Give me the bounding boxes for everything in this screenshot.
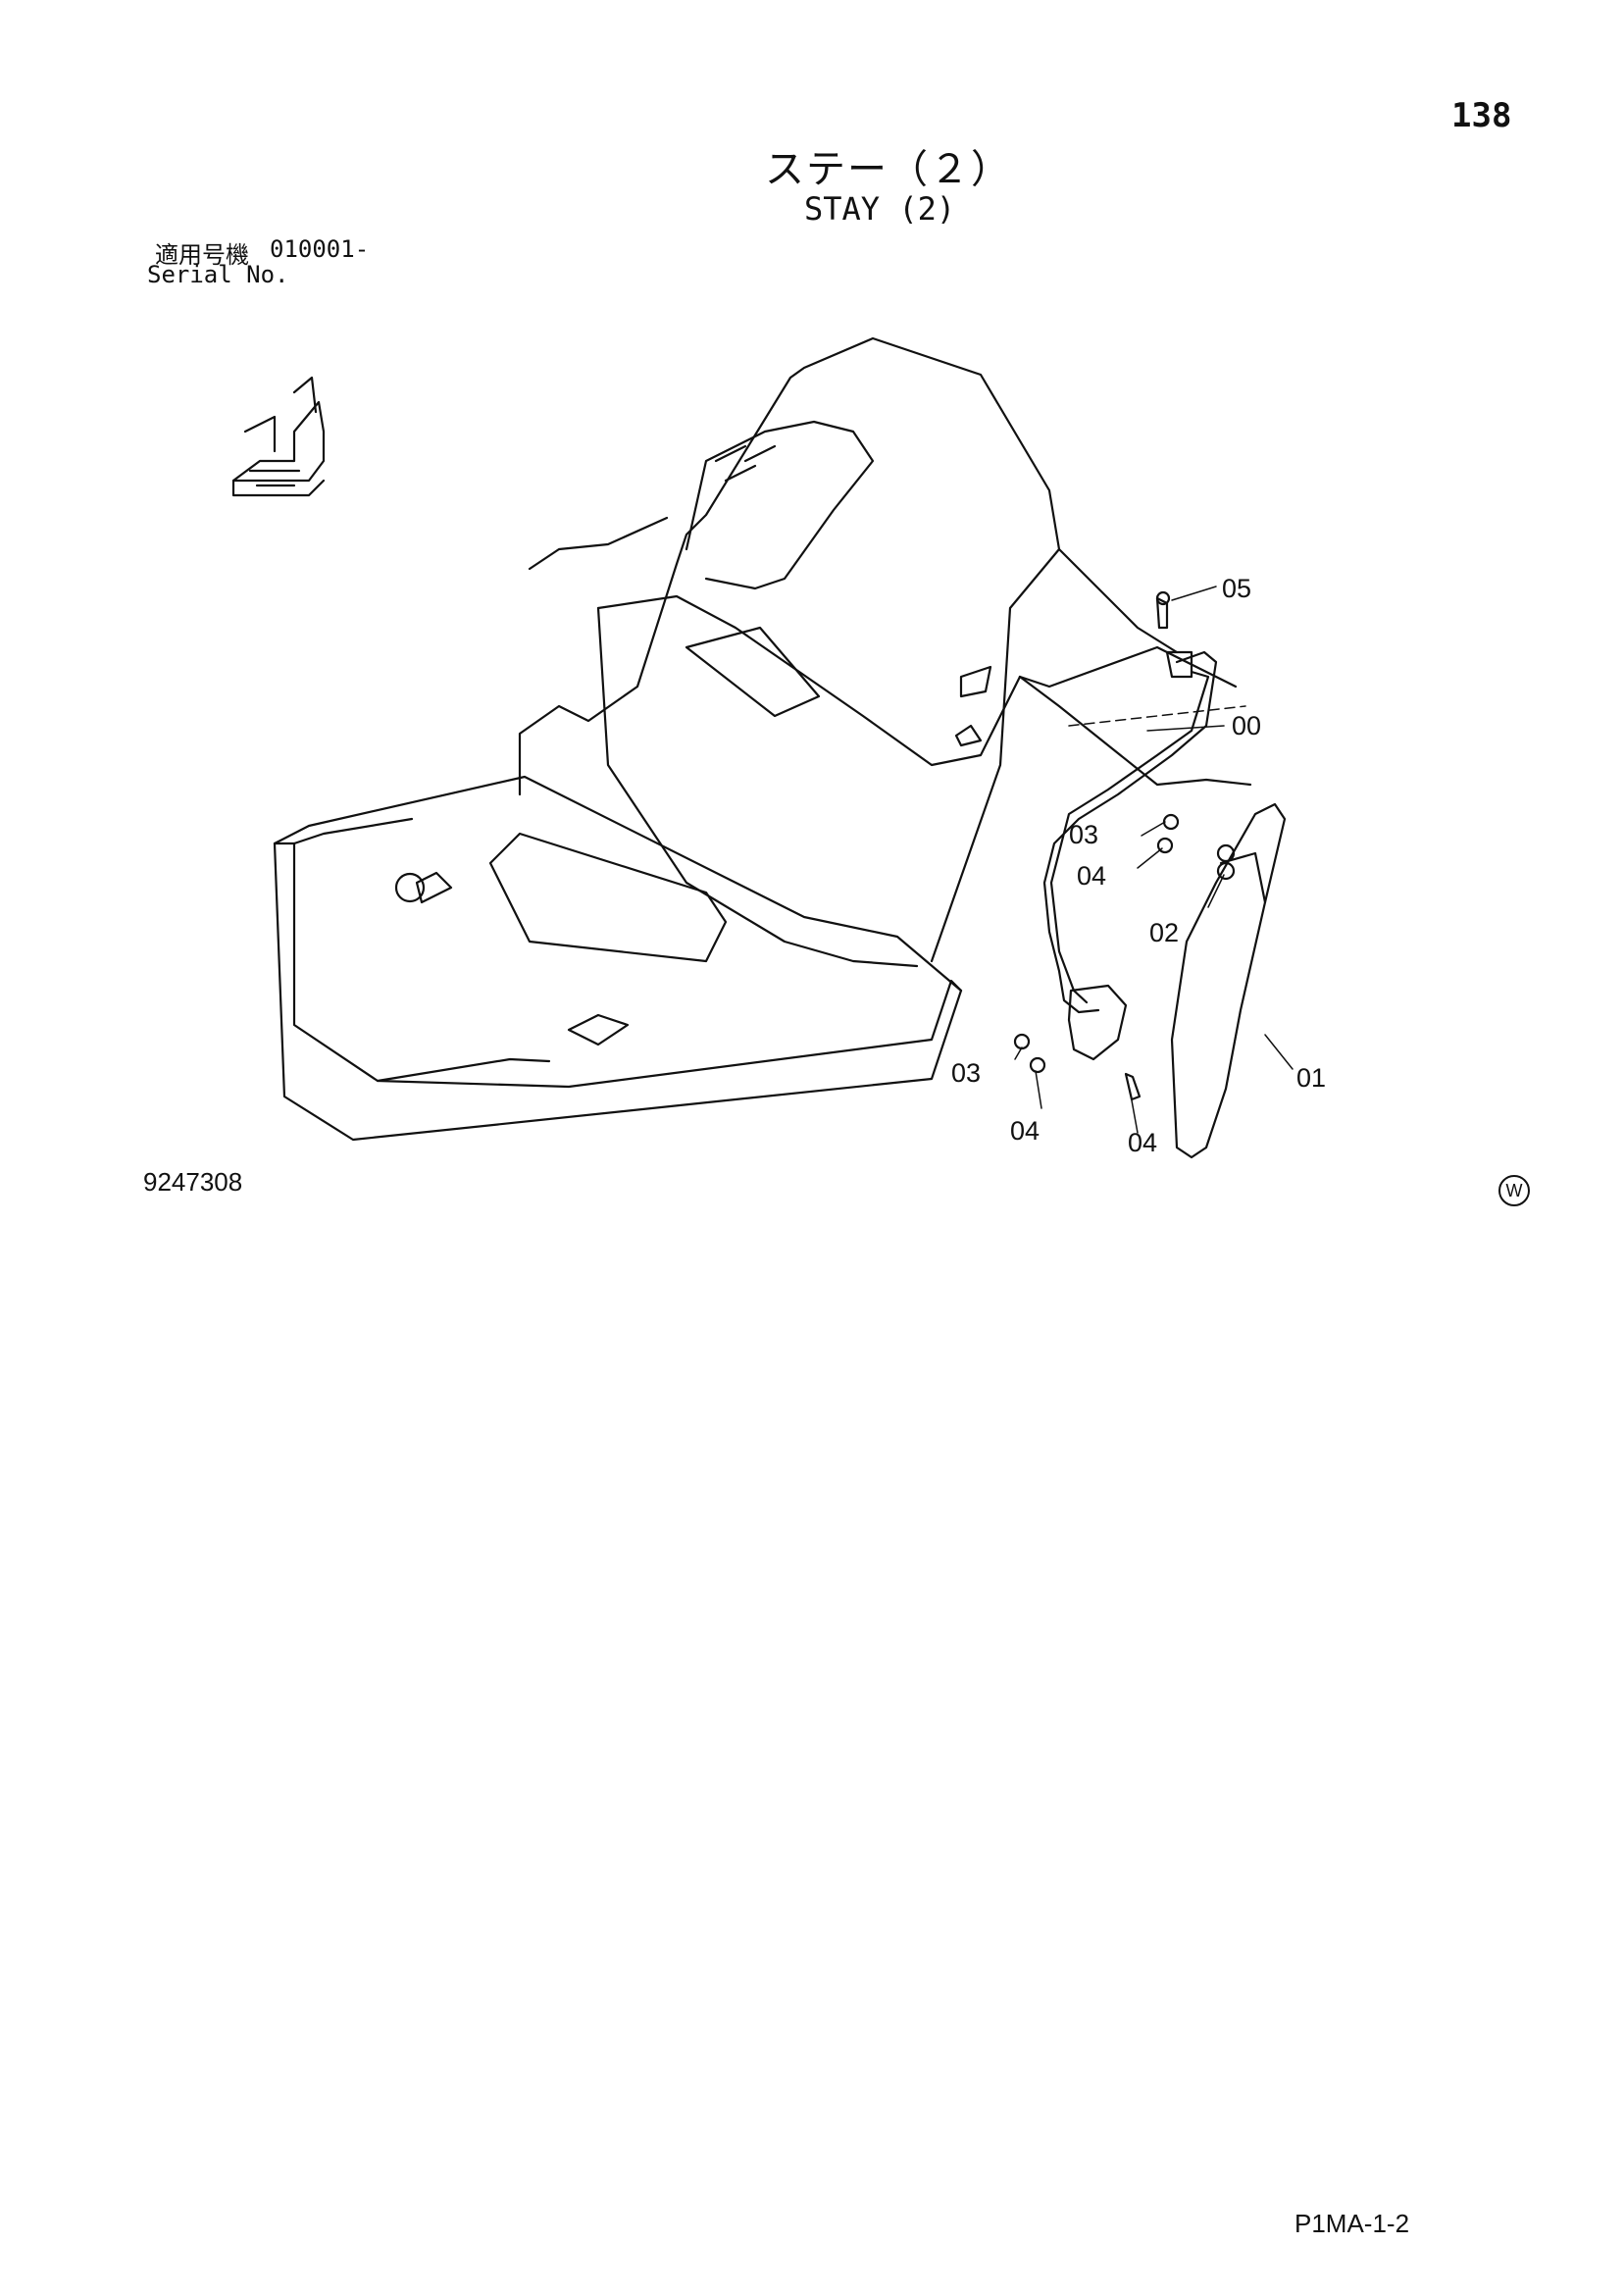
part-cover-panel bbox=[1170, 802, 1287, 1159]
orientation-arrows-icon bbox=[231, 376, 326, 497]
part-label: 00 bbox=[1232, 711, 1261, 740]
part-label: 03 bbox=[951, 1058, 981, 1088]
part-label: 03 bbox=[1069, 820, 1098, 849]
part-label: 02 bbox=[1149, 918, 1179, 947]
title-japanese: ステー（２） bbox=[765, 147, 1012, 192]
serial-label-japanese: 適用号機 bbox=[155, 241, 249, 269]
serial-label-english: Serial No. bbox=[147, 261, 289, 288]
drawing-number: 9247308 bbox=[143, 1167, 243, 1197]
part-label: 05 bbox=[1222, 574, 1251, 603]
title-english: STAY (2) bbox=[804, 190, 956, 228]
serial-number: 010001- bbox=[270, 235, 370, 263]
leader-lines bbox=[1014, 586, 1294, 1134]
page-number: 138 bbox=[1451, 96, 1512, 135]
part-label: 04 bbox=[1128, 1128, 1157, 1157]
part-stay-bar bbox=[1042, 650, 1218, 1061]
upper-structure-frame bbox=[273, 336, 1252, 1142]
circled-w-icon: W bbox=[1498, 1175, 1530, 1206]
part-label: 04 bbox=[1077, 861, 1106, 891]
part-label: 04 bbox=[1010, 1116, 1040, 1146]
page-code: P1MA-1-2 bbox=[1294, 2209, 1410, 2238]
part-labels: 05 00 03 04 02 03 04 04 01 bbox=[951, 574, 1326, 1157]
part-label: 01 bbox=[1296, 1063, 1326, 1093]
